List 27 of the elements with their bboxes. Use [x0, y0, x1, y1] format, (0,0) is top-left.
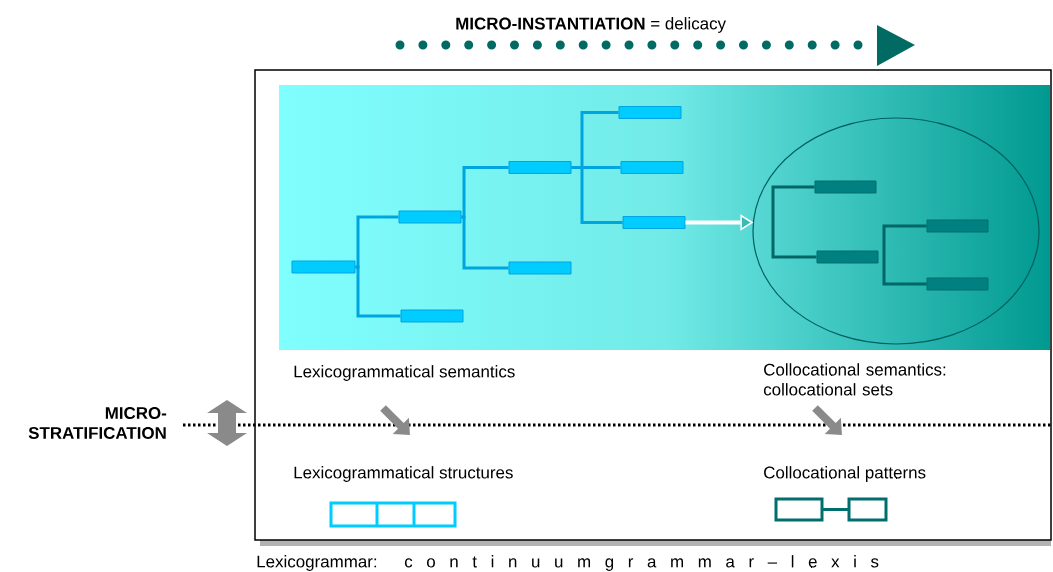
connector: [571, 166, 623, 224]
tree-box: [620, 161, 684, 174]
caption: c o n t i n u u m g r a m m a r – l e x i s: [404, 555, 879, 571]
text-label: Lexicogrammatical structures: [294, 466, 513, 482]
tree-box: [508, 161, 572, 174]
caption: Lexicogrammar:: [257, 555, 377, 571]
tree-box: [816, 250, 879, 264]
heading: MICRO-INSTANTIATION = delicacy: [456, 17, 726, 33]
text-label: Collocational semantics: collocational sets: [763, 363, 946, 396]
tree-box: [398, 210, 462, 224]
text-label: Collocational patterns: [764, 466, 926, 482]
ellipse: [752, 117, 1040, 345]
tree-box: [618, 106, 682, 119]
tree-box: [926, 219, 989, 233]
tree-box: [926, 277, 989, 291]
tree-box: [814, 180, 877, 194]
text-label: Lexicogrammatical semantics: [294, 365, 515, 381]
connector: [461, 215, 509, 270]
tree-box: [508, 261, 572, 275]
connector: [771, 185, 817, 259]
tree-box: [622, 216, 686, 229]
tree-box: [291, 260, 356, 274]
connector: [355, 265, 401, 318]
tree-box: [400, 309, 464, 323]
side-label: MICRO- STRATIFICATION: [28, 407, 167, 439]
frame: [254, 69, 1052, 546]
connector: [882, 224, 927, 286]
